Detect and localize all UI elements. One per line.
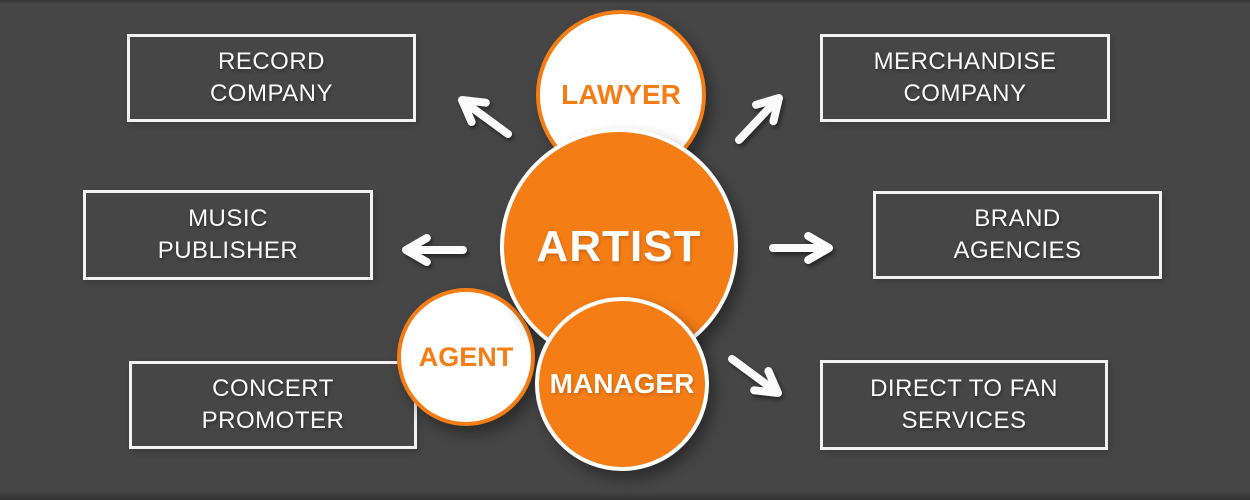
box-label-brand-agencies: BRAND AGENCIES (953, 203, 1081, 266)
box-label-line: COMPANY (903, 80, 1027, 107)
arrow-artist-to-music-publisher-icon (402, 234, 467, 266)
box-label-line: BRAND (974, 205, 1061, 233)
box-record-company: RECORD COMPANY (127, 34, 416, 122)
box-label-music-publisher: MUSIC PUBLISHER (158, 203, 299, 266)
box-brand-agencies: BRAND AGENCIES (873, 191, 1162, 279)
circle-agent: AGENT (397, 288, 535, 426)
box-label-line: RECORD (217, 48, 325, 76)
arrow-manager-to-direct-to-fan-icon (728, 355, 782, 397)
top-edge-band (0, 0, 1250, 4)
box-label-record-company: RECORD COMPANY (210, 46, 333, 109)
box-direct-to-fan-services: DIRECT TO FAN SERVICES (820, 360, 1108, 450)
box-label-concert-promoter: CONCERT PROMOTER (202, 373, 345, 436)
box-label-line: SERVICES (901, 407, 1027, 434)
circle-agent-label: AGENT (418, 341, 514, 372)
circle-manager: MANAGER (535, 297, 709, 471)
arrow-artist-to-merchandise-company-icon (735, 94, 783, 144)
box-label-line: COMPANY (209, 80, 334, 107)
arrow-artist-to-brand-agencies-icon (769, 232, 833, 264)
box-label-line: DIRECT TO FAN (870, 375, 1058, 403)
box-music-publisher: MUSIC PUBLISHER (83, 190, 373, 280)
arrow-artist-to-record-company-icon (458, 96, 512, 138)
box-label-direct-to-fan-services: DIRECT TO FAN SERVICES (870, 373, 1058, 436)
box-label-merchandise-company: MERCHANDISE COMPANY (874, 46, 1057, 109)
box-label-line: PUBLISHER (157, 237, 299, 264)
bottom-edge-band (0, 491, 1250, 500)
box-label-line: MERCHANDISE (873, 48, 1057, 76)
box-merchandise-company: MERCHANDISE COMPANY (820, 34, 1110, 122)
circle-lawyer-label: LAWYER (561, 79, 681, 110)
box-label-line: PROMOTER (201, 407, 345, 434)
circle-artist-label: ARTIST (536, 222, 702, 271)
box-label-line: MUSIC (188, 205, 268, 233)
circle-manager-label: MANAGER (549, 368, 695, 399)
box-label-line: CONCERT (212, 375, 334, 403)
box-label-line: AGENCIES (953, 237, 1082, 264)
